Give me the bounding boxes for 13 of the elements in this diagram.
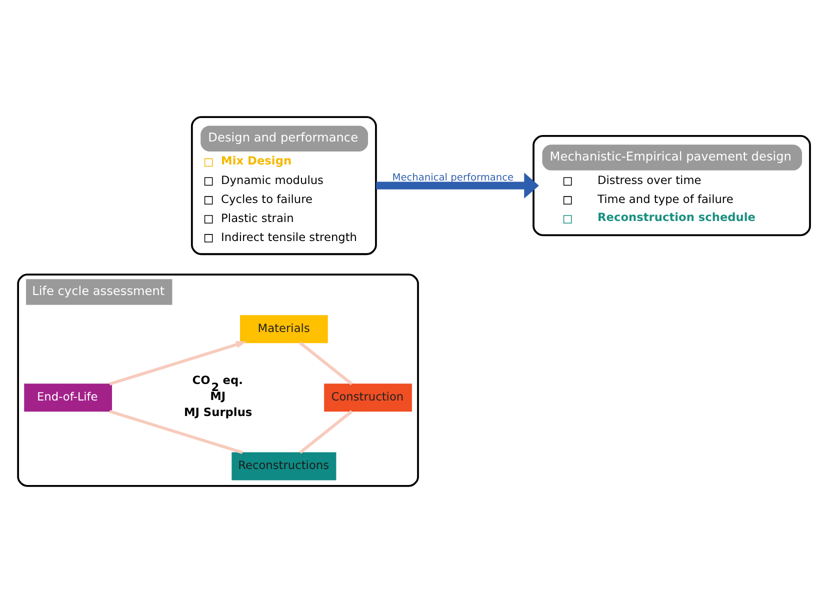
arrow — [109, 341, 247, 386]
edge-label: Mechanical performance — [392, 172, 514, 184]
label: MJ Surplus — [184, 404, 252, 419]
arrow — [376, 172, 539, 199]
node-box: Mechanistic-Empirical pavement design Distress over time Time and type of failure Reconstruction schedule — [532, 135, 811, 236]
node-box: Materials — [240, 315, 328, 344]
node-box: End-of-Life — [24, 384, 112, 412]
node-box: Design and performance Mix Design Dynamic modulus Cycles to failure Plastic strain Indirect tensile strength — [190, 116, 377, 256]
node-box: Construction — [324, 384, 412, 412]
connector — [299, 410, 353, 454]
node-box: Reconstructions — [232, 452, 336, 480]
connector — [299, 342, 353, 386]
connector — [109, 410, 243, 454]
